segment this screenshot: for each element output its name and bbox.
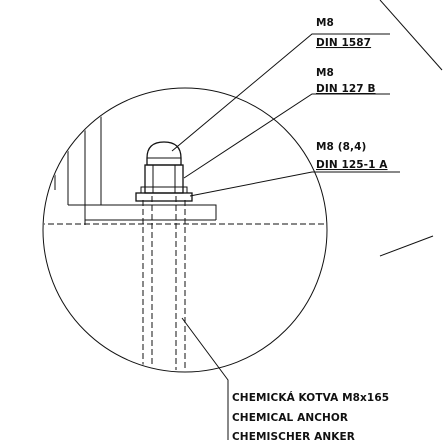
nut-shape [144, 164, 184, 194]
leader-right-edge [379, 235, 434, 257]
callout-nut-size: M8 [316, 67, 334, 79]
callout-screw-size: M8 [316, 17, 334, 29]
base-plate-top [68, 204, 217, 220]
washer-shape [135, 192, 193, 202]
leader-anchor [181, 317, 229, 440]
detail-contents [44, 89, 326, 370]
outer-contour-line [379, 0, 443, 71]
leader-screw [171, 33, 390, 152]
leader-washer [189, 171, 400, 197]
callout-screw-standard: DIN 1587 [316, 37, 371, 49]
spring-washer-shape [140, 186, 188, 194]
callout-anchor-line3: CHEMISCHER ANKER [232, 431, 355, 443]
detail-circle [42, 87, 328, 373]
cap-nut-dome [146, 141, 182, 166]
callout-nut-standard: DIN 127 B [316, 83, 376, 95]
callout-washer-size: M8 (8,4) [316, 141, 366, 153]
leader-nut [183, 93, 390, 179]
callout-washer-standard: DIN 125-1 A [316, 159, 388, 171]
callout-anchor-line2: CHEMICAL ANCHOR [232, 412, 348, 424]
callout-anchor-line1: CHEMICKÁ KOTVA M8x165 [232, 391, 389, 404]
